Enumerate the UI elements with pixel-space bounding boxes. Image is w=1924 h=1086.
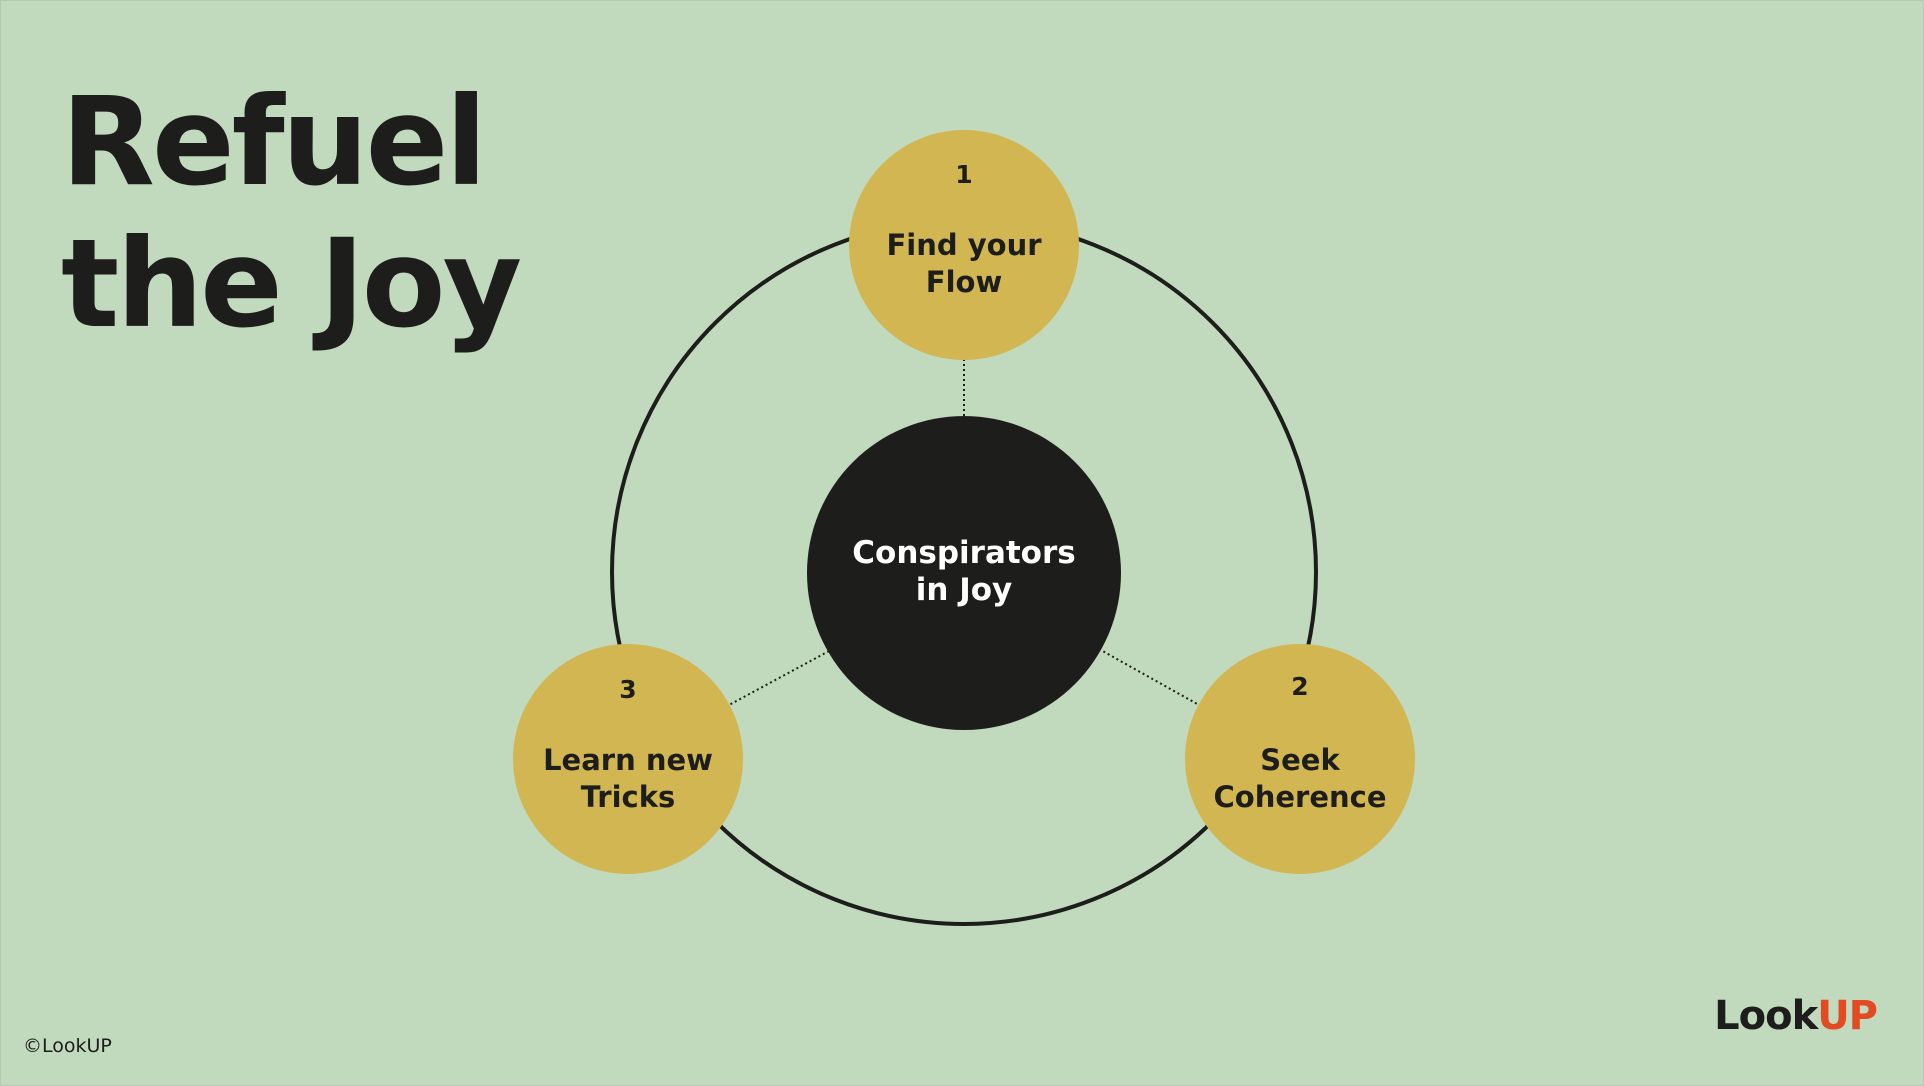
node-1-label-line-1: Find your: [886, 228, 1042, 262]
node-2: 2 Seek Coherence: [1185, 644, 1415, 874]
node-1-label-line-2: Flow: [926, 265, 1002, 299]
node-3-number: 3: [619, 675, 636, 704]
node-2-circle: [1185, 644, 1415, 874]
center-circle: [807, 416, 1121, 730]
copyright-text: ©LookUP: [23, 1035, 112, 1057]
center-label-line-2: in Joy: [916, 572, 1013, 608]
logo-text-look: Look: [1714, 993, 1818, 1039]
node-3-label-line-2: Tricks: [581, 780, 676, 814]
connector-3: [728, 650, 830, 706]
slide-title: Refuel the Joy: [61, 71, 522, 355]
node-3-label-line-1: Learn new: [543, 743, 713, 777]
title-line-2: the Joy: [61, 213, 522, 355]
node-1: 1 Find your Flow: [849, 130, 1079, 360]
center-label-line-1: Conspirators: [852, 535, 1075, 571]
node-3-circle: [513, 644, 743, 874]
connector-2: [1098, 648, 1200, 706]
lookup-logo: LookUP: [1714, 993, 1878, 1039]
node-2-number: 2: [1291, 672, 1308, 701]
node-1-number: 1: [955, 160, 972, 189]
node-2-label-line-1: Seek: [1260, 743, 1340, 777]
center-node: Conspirators in Joy: [807, 416, 1121, 730]
node-1-circle: [849, 130, 1079, 360]
title-line-1: Refuel: [61, 71, 487, 213]
logo-text-up: UP: [1817, 993, 1878, 1039]
node-3: 3 Learn new Tricks: [513, 644, 743, 874]
node-2-label-line-2: Coherence: [1214, 780, 1387, 814]
